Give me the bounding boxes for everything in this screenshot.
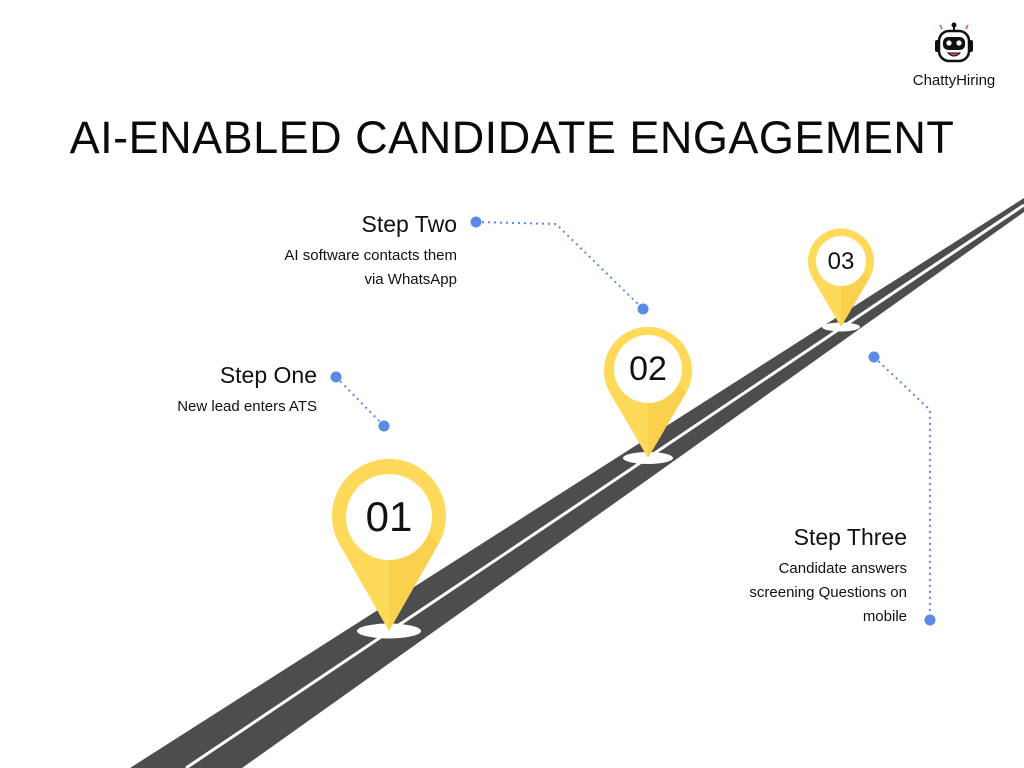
step-three-description-line: Candidate answers: [778, 560, 907, 577]
pin-number-02: 02: [629, 350, 667, 388]
connector-step-three: [868, 351, 936, 626]
step-two-description: AI software contacts them via WhatsApp: [230, 244, 457, 292]
pin-01: [332, 458, 446, 639]
step-three-description: Candidate answers screening Questions on…: [690, 557, 907, 629]
pin-02: [604, 326, 692, 464]
brand-name: ChattyHiring: [912, 72, 996, 89]
step-three-description-line: screening Questions on: [749, 584, 907, 601]
pin-number-01: 01: [365, 493, 413, 540]
step-two-description-line: AI software contacts them: [284, 247, 457, 264]
pin-number-03: 03: [827, 248, 855, 275]
step-one-description: New lead enters ATS: [120, 395, 317, 419]
step-three-title: Step Three: [793, 524, 907, 550]
step-one-description-line: New lead enters ATS: [177, 398, 317, 415]
page-title: AI-ENABLED CANDIDATE ENGAGEMENT: [69, 112, 955, 163]
step-two-description-line: via WhatsApp: [364, 271, 457, 288]
step-three-description-line: mobile: [862, 608, 907, 625]
road: [130, 198, 1024, 768]
step-two-title: Step Two: [361, 211, 457, 237]
pin-03: [807, 228, 874, 332]
step-three-label: Step Three Candidate answers screening Q…: [690, 524, 907, 629]
brand: ChattyHiring: [900, 22, 1008, 89]
step-one-label: Step One New lead enters ATS: [120, 362, 317, 419]
step-one-title: Step One: [219, 362, 317, 388]
road-center-line: [185, 203, 1024, 768]
connector-step-two: [470, 216, 649, 315]
connector-step-one: [330, 371, 390, 432]
robot-icon: [935, 22, 973, 63]
step-two-label: Step Two AI software contacts them via W…: [230, 211, 457, 292]
